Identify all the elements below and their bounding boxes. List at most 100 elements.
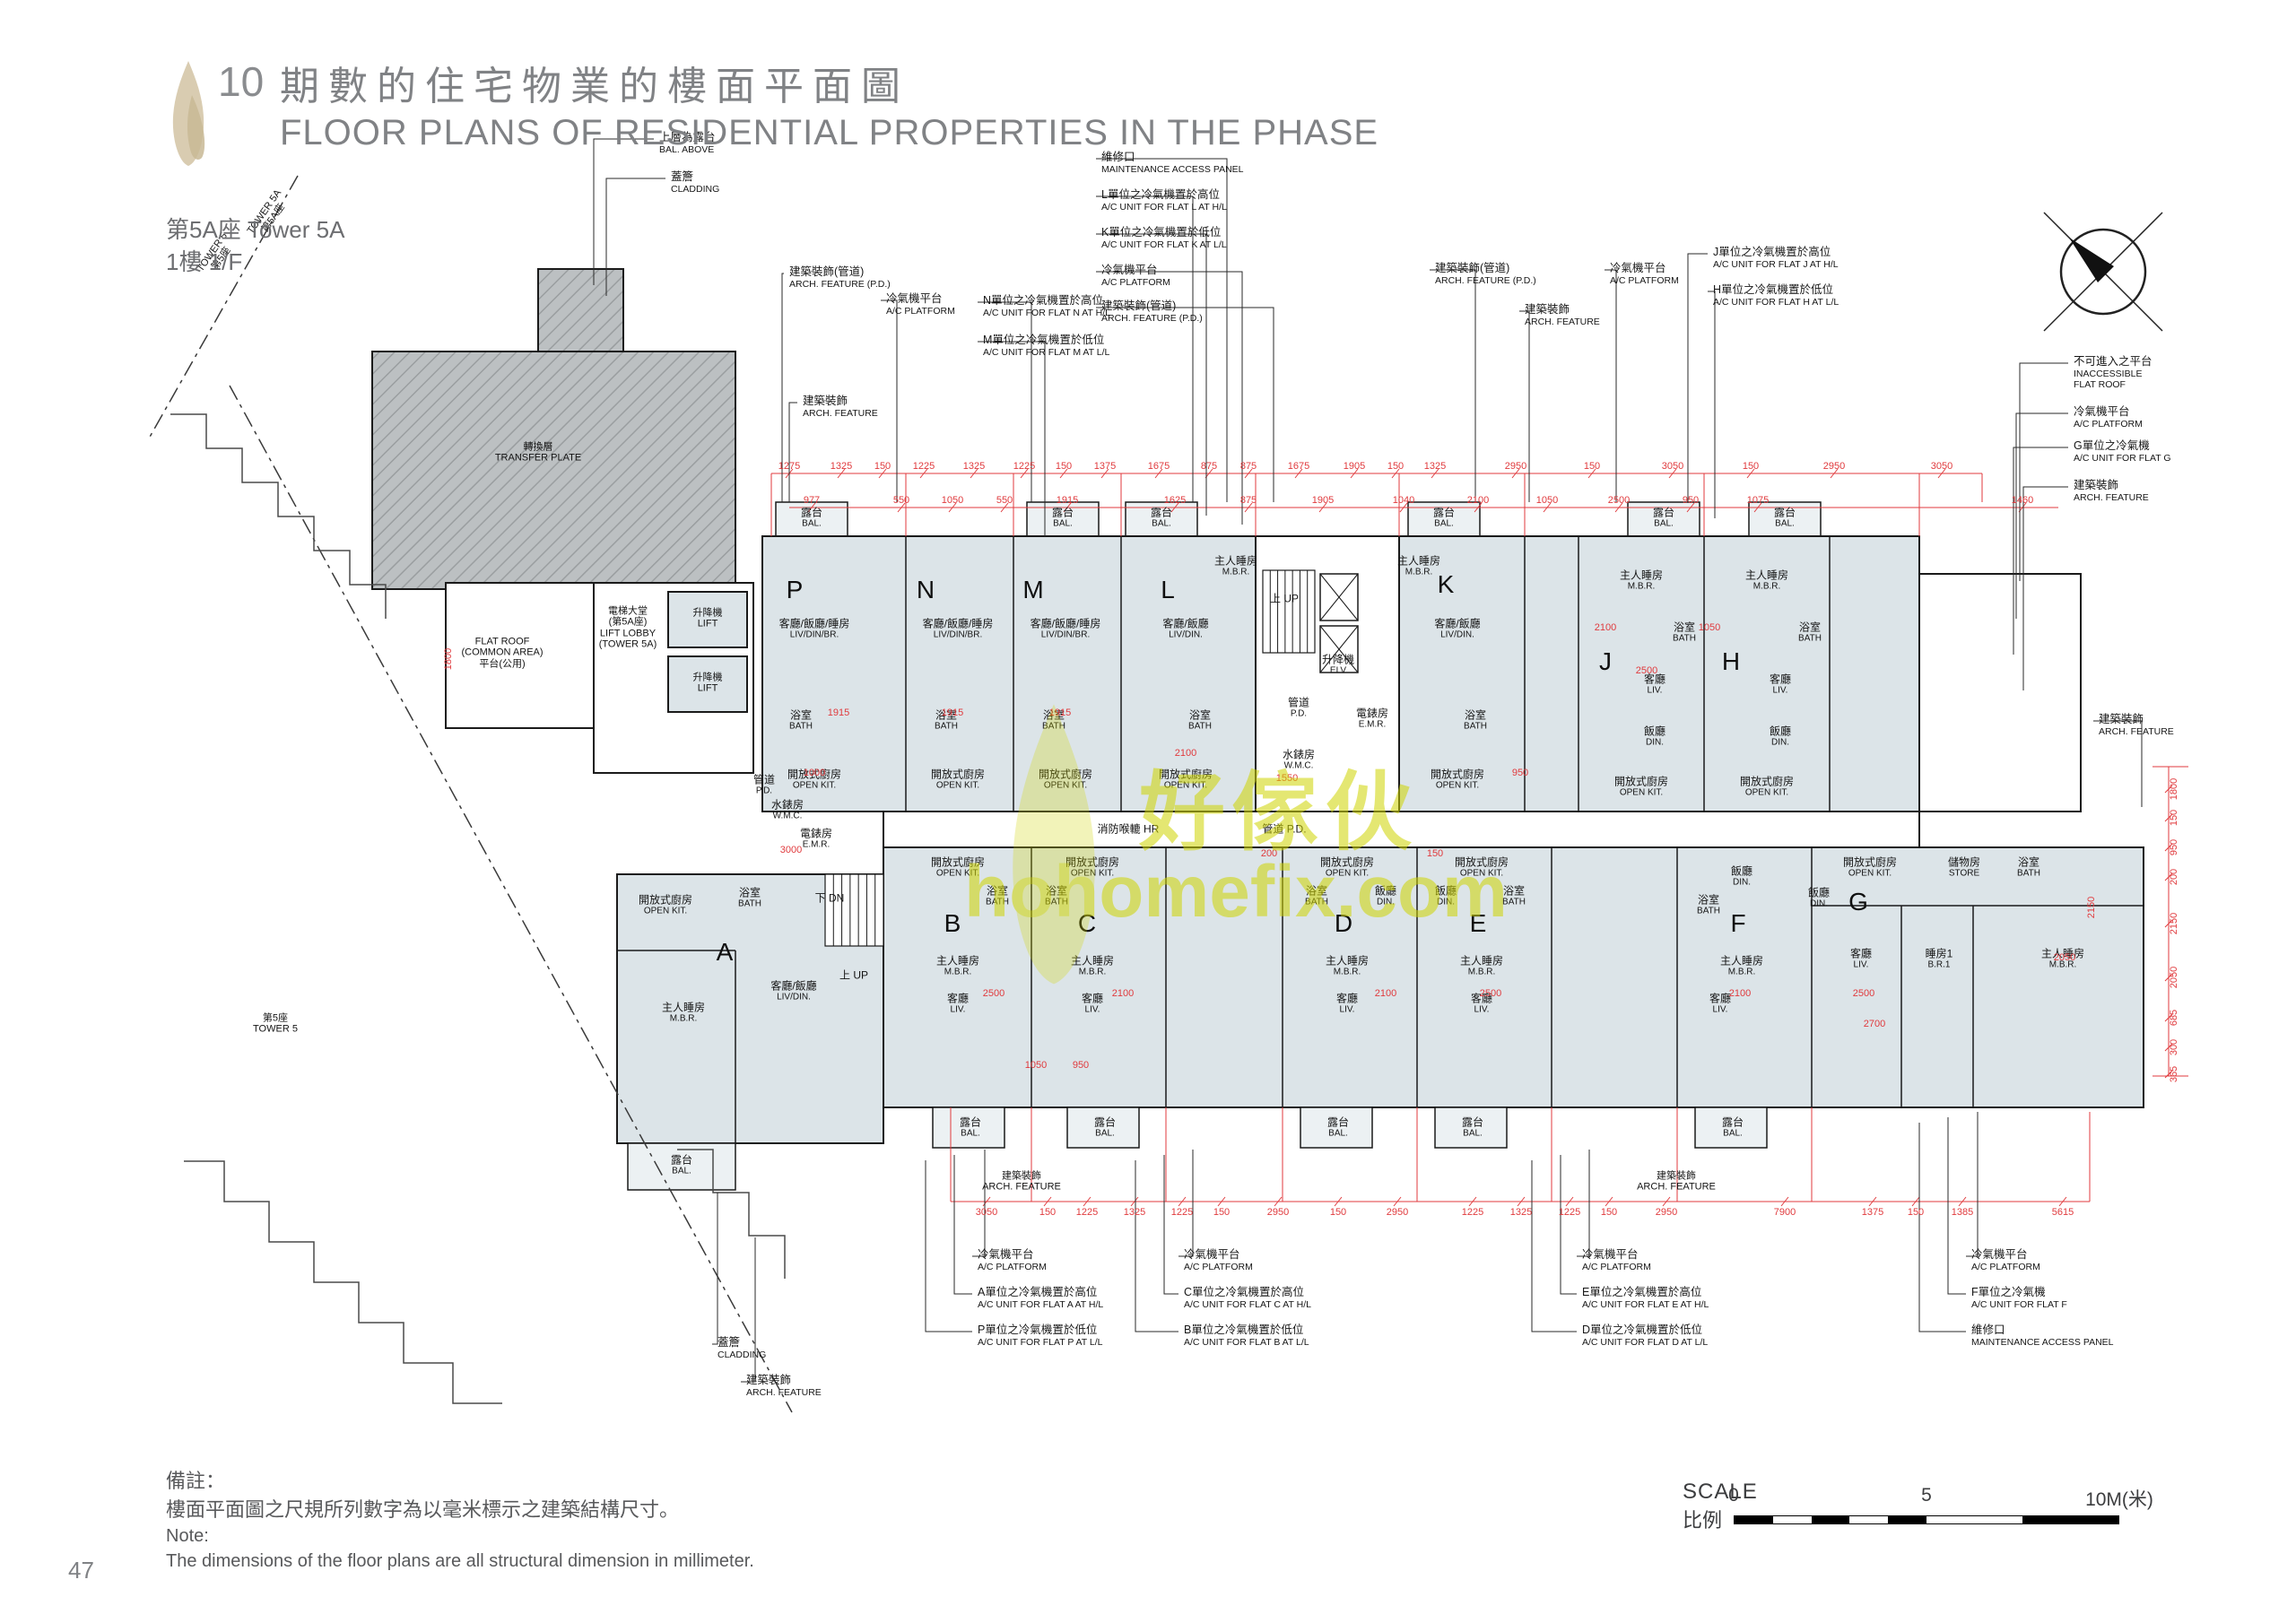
note-zh-body: 樓面平面圖之尺規所列數字為以毫米標示之建築結構尺寸。 — [166, 1498, 680, 1521]
room-label: 管道 P.D. — [1262, 822, 1307, 836]
scale-bar-segment — [1772, 1516, 1812, 1523]
dimension-label: 2150 — [2169, 912, 2179, 935]
dimension-label: 1915 — [827, 707, 850, 718]
dimension-label: 1050 — [1535, 495, 1559, 506]
dimension-label: 5615 — [2051, 1207, 2074, 1218]
dimension-label: 150 — [1387, 461, 1405, 472]
adjacent-structure-outline — [677, 1149, 786, 1279]
unit-label-J: J — [1599, 647, 1612, 675]
balcony — [1694, 1107, 1768, 1149]
dimension-label: 2950 — [1386, 1207, 1409, 1218]
dimension-label: 3050 — [1930, 461, 1953, 472]
dimension-label: 1325 — [962, 461, 986, 472]
unit-label-M: M — [1022, 576, 1044, 603]
dimension-label: 685 — [2169, 1009, 2179, 1027]
dimension-label: 1275 — [778, 461, 801, 472]
dimension-label: 1905 — [1343, 461, 1366, 472]
unit-label-B: B — [944, 909, 961, 937]
room-label: 上 UP — [839, 968, 869, 982]
unit-label-P: P — [786, 576, 804, 603]
dimension-label: 150 — [1055, 461, 1073, 472]
dimension-label: 1325 — [1123, 1207, 1146, 1218]
balcony — [932, 1107, 1005, 1149]
dimension-label: 1915 — [941, 707, 964, 718]
inaccessible-flat-roof — [1918, 573, 2082, 812]
dimension-label: 1225 — [1075, 1207, 1099, 1218]
dimension-label: 1225 — [912, 461, 935, 472]
callout-label: 建築裝飾(管道)ARCH. FEATURE (P.D.) — [1101, 299, 1203, 324]
balcony — [1434, 1107, 1508, 1149]
scale-bar-segment — [1926, 1516, 2022, 1523]
site-label: FLAT ROOF(COMMON AREA)平台(公用) — [461, 636, 544, 670]
page-title-en: FLOOR PLANS OF RESIDENTIAL PROPERTIES IN… — [280, 113, 1379, 152]
unit-label-G: G — [1848, 888, 1868, 916]
scale-bar-segment — [1735, 1516, 1773, 1523]
dimension-label: 1375 — [1861, 1207, 1884, 1218]
unit-label-E: E — [1469, 909, 1487, 937]
scale-tick-10: 10M(米) — [2085, 1489, 2153, 1510]
dimension-label: 1325 — [830, 461, 853, 472]
dimension-label: 2700 — [1863, 1019, 1886, 1029]
lower-unit-slab — [883, 846, 2144, 1108]
lift-1 — [667, 591, 748, 648]
dimension-label: 2500 — [982, 988, 1005, 999]
note-en-body: The dimensions of the floor plans are al… — [166, 1551, 754, 1571]
dimension-label: 1800 — [2169, 777, 2179, 801]
dimension-label: 2100 — [1111, 988, 1135, 999]
dimension-label: 2050 — [2053, 952, 2076, 963]
dimension-label: 1625 — [1163, 495, 1187, 506]
dimension-label: 200 — [2169, 868, 2179, 886]
dimension-label: 1915 — [1056, 495, 1079, 506]
dimension-label: 2100 — [1374, 988, 1397, 999]
north-compass-icon — [2043, 212, 2163, 332]
dimension-label: 1075 — [1746, 495, 1770, 506]
site-label: 電梯大堂(第5A座)LIFT LOBBY(TOWER 5A) — [598, 605, 657, 650]
